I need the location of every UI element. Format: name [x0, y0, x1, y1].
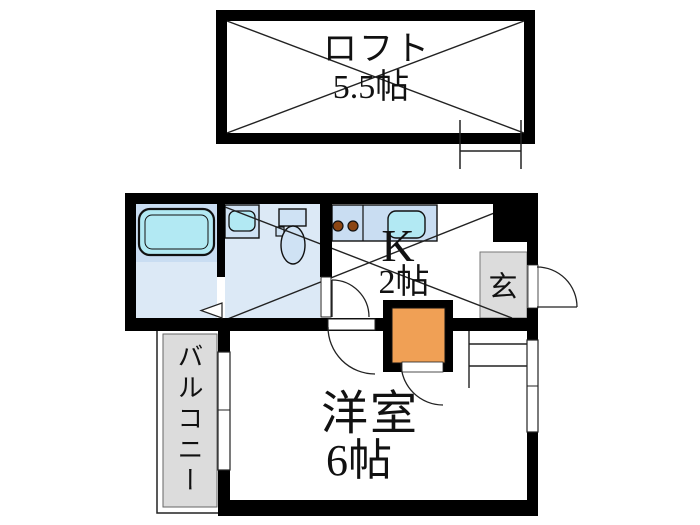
- door-swings: [327, 266, 578, 406]
- balcony-label: バルコニー: [174, 342, 203, 498]
- entrance-floor: [479, 251, 528, 319]
- loft-area-cross-lines: [224, 195, 538, 321]
- wall-bath-divider: [217, 204, 225, 277]
- entrance-label: 玄: [488, 271, 518, 304]
- entrance-door-swing: [536, 266, 578, 308]
- storage-box: [383, 300, 453, 373]
- loft-name-label: ロフト: [323, 31, 431, 68]
- wall-right-mid: [527, 308, 538, 340]
- balcony-outline: [156, 331, 218, 514]
- loft-cross-lines: [226, 20, 525, 134]
- entrance-door-opening: [527, 264, 539, 309]
- wall-top: [125, 193, 538, 204]
- wall-right-upper: [527, 242, 538, 265]
- washroom-door-swing: [331, 279, 370, 318]
- room-door-swing: [327, 326, 376, 375]
- loft-steps: [468, 331, 527, 388]
- loft-size-label: 5.5帖: [332, 69, 410, 106]
- loft-ladder-marks: [459, 120, 522, 169]
- wall-top-right-block: [493, 193, 538, 242]
- wall-left: [125, 193, 136, 330]
- balcony-floor: [162, 333, 218, 508]
- wall-right-lower: [527, 432, 538, 516]
- walls: [125, 193, 538, 516]
- balcony-window: [217, 351, 231, 471]
- main-room-size-label: 6帖: [326, 436, 392, 485]
- kitchen-sink: [387, 210, 426, 239]
- kitchen-room-door-opening: [327, 318, 376, 331]
- loft-room: [216, 10, 535, 169]
- stove-burner: [332, 220, 344, 232]
- storage-door-swing: [400, 362, 444, 406]
- storage-door-opening: [401, 361, 444, 373]
- main-room-label: 洋室: [321, 388, 419, 441]
- kitchen-counter: [331, 204, 438, 242]
- bathroom-door-symbol: [199, 302, 223, 319]
- toilet: [275, 208, 307, 265]
- stove-burner: [347, 220, 359, 232]
- right-wall-window: [526, 339, 539, 433]
- wall-toilet-divider: [320, 204, 332, 277]
- wash-basin: [224, 204, 260, 239]
- kitchen-size-label: 2帖: [378, 264, 430, 301]
- bathtub: [137, 207, 216, 257]
- washroom-door-opening: [320, 276, 332, 318]
- balcony-area: [156, 331, 218, 514]
- wall-bottom: [218, 500, 538, 516]
- openings: [217, 264, 539, 471]
- kitchen-label: K: [381, 220, 415, 271]
- wall-balcony-upper: [218, 331, 230, 352]
